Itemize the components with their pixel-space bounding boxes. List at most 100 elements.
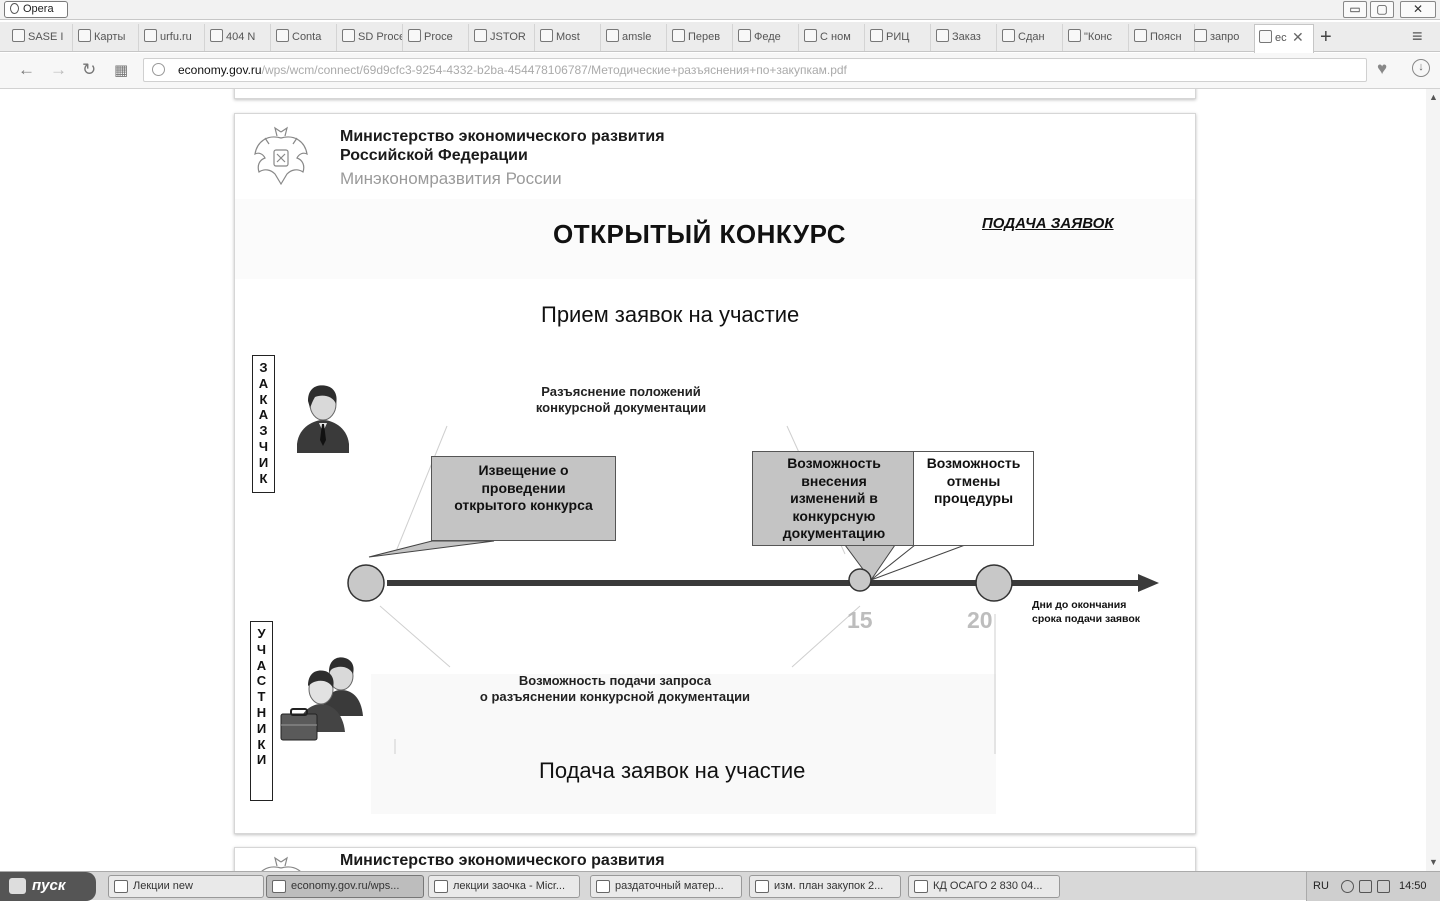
start-label: пуск	[32, 877, 66, 894]
submission-link[interactable]: ПОДАЧА ЗАЯВОК	[982, 215, 1114, 232]
tab-label: SD Proce	[358, 31, 403, 43]
bookmark-heart-icon[interactable]: ♥	[1377, 59, 1388, 78]
tab-14[interactable]: Заказ	[932, 24, 997, 51]
participants-letter: У	[257, 626, 266, 641]
task-browser-active[interactable]: economy.gov.ru/wps...	[266, 875, 424, 898]
task-word-4[interactable]: КД ОСАГО 2 830 04...	[908, 875, 1060, 898]
task-word-2[interactable]: раздаточный матер...	[590, 875, 742, 898]
network-icon[interactable]	[1377, 880, 1390, 893]
vertical-scrollbar[interactable]	[1426, 89, 1440, 871]
start-button[interactable]: пуск	[0, 872, 96, 901]
tab-3[interactable]: 404 N	[206, 24, 271, 51]
minimize-button[interactable]: ▭	[1343, 1, 1367, 18]
slide-header-band	[235, 199, 1195, 279]
changes-line: внесения	[801, 472, 867, 489]
pdf-viewport[interactable]: Министерство экономического развития Рос…	[0, 89, 1426, 871]
tab-label: Карты	[94, 31, 126, 43]
yandex-icon	[1194, 29, 1207, 42]
connector-top-left	[394, 425, 448, 555]
url-path: /wps/wcm/connect/69d9cfc3-9254-4332-b2ba…	[261, 63, 847, 77]
reload-icon[interactable]: ↻	[82, 60, 97, 79]
back-icon[interactable]: ←	[18, 60, 35, 79]
timeline-node-20	[975, 564, 1013, 602]
customer-letter: Ч	[258, 438, 269, 454]
coat-of-arms-icon	[261, 856, 301, 871]
ministry-line-2: Российской Федерации	[340, 147, 528, 164]
tab-8[interactable]: Most	[536, 24, 601, 51]
tab-13[interactable]: РИЦ	[866, 24, 931, 51]
notice-line: Извещение о	[478, 462, 569, 478]
tab-menu-icon[interactable]: ≡	[1412, 26, 1423, 46]
tab-label: С ном	[820, 31, 851, 43]
forward-icon[interactable]: →	[50, 60, 67, 79]
tab-label: amsle	[622, 31, 652, 43]
tab-0[interactable]: SASE I	[8, 24, 73, 51]
scroll-down-icon[interactable]: ▼	[1429, 857, 1438, 867]
task-label: Лекции new	[133, 880, 193, 892]
ministry-name: Министерство экономического развития Рос…	[340, 127, 665, 165]
tab-2[interactable]: urfu.ru	[140, 24, 205, 51]
close-window-button[interactable]: ✕	[1400, 1, 1436, 18]
tab-11[interactable]: Феде	[734, 24, 799, 51]
new-tab-button[interactable]: +	[1320, 26, 1332, 48]
address-bar[interactable]: economy.gov.ru/wps/wcm/connect/69d9cfc3-…	[143, 58, 1367, 82]
tab-6[interactable]: Proce	[404, 24, 469, 51]
tab-19-active[interactable]: ec	[1254, 24, 1314, 53]
tab-close-icon[interactable]: ✕	[1292, 29, 1304, 45]
note-request: Возможность подачи запроса о разъяснении…	[465, 673, 765, 705]
customer-letter: З	[259, 360, 268, 375]
opera-menu-button[interactable]: Opera	[4, 1, 68, 18]
pdf-page-next: Министерство экономического развития	[234, 847, 1196, 871]
volume-icon[interactable]	[1359, 880, 1372, 893]
tab-4[interactable]: Conta	[272, 24, 337, 51]
tab-12[interactable]: С ном	[800, 24, 865, 51]
customer-letter: З	[259, 423, 268, 439]
task-folder[interactable]: Лекции new	[108, 875, 264, 898]
tab-15[interactable]: Сдан	[998, 24, 1063, 51]
ministry-line-1: Министерство экономического развития	[340, 128, 665, 145]
tab-18[interactable]: запро	[1190, 24, 1255, 51]
tab-strip: SASE I Карты urfu.ru 404 N Conta SD Proc…	[0, 22, 1440, 53]
tab-label: 404 N	[226, 31, 256, 43]
axis-note-line-1: Дни до окончания	[1032, 599, 1127, 611]
tab-1[interactable]: Карты	[74, 24, 139, 51]
tab-label: Перев	[688, 31, 721, 43]
note-request-line-2: о разъяснении конкурсной документации	[479, 689, 751, 704]
folder-icon	[114, 880, 128, 893]
tab-7[interactable]: JSTOR	[470, 24, 535, 51]
download-icon[interactable]: ↓	[1412, 59, 1430, 77]
map-icon	[78, 29, 91, 42]
tray-expand-icon[interactable]	[1341, 880, 1354, 893]
task-label: изм. план закупок 2...	[774, 880, 884, 892]
timeline-arrowhead	[1138, 574, 1159, 592]
task-word-1[interactable]: лекции заочка - Micr...	[428, 875, 580, 898]
tick-label-20: 20	[967, 607, 993, 633]
amsle-icon	[606, 29, 619, 42]
jstor-icon	[474, 29, 487, 42]
clock: 14:50	[1399, 880, 1427, 892]
customer-letter: И	[258, 454, 269, 470]
tab-label: Proce	[424, 31, 453, 43]
tab-9[interactable]: amsle	[602, 24, 667, 51]
slide-title: ОТКРЫТЫЙ КОНКУРС	[553, 219, 847, 249]
site-info-icon[interactable]	[152, 63, 165, 76]
coat-of-arms-icon	[254, 126, 308, 186]
speed-dial-icon[interactable]: ▦	[114, 62, 129, 79]
tick-label-15: 15	[847, 607, 873, 633]
timeline-start-node	[347, 564, 385, 602]
tab-10[interactable]: Перев	[668, 24, 733, 51]
changes-line: документацию	[782, 525, 886, 541]
windows-flag-icon	[9, 878, 26, 894]
connector-bottom-right	[791, 605, 861, 668]
tab-17[interactable]: Поясн	[1130, 24, 1195, 51]
task-word-3[interactable]: изм. план закупок 2...	[749, 875, 901, 898]
participants-letter: Н	[256, 704, 267, 720]
task-label: КД ОСАГО 2 830 04...	[933, 880, 1043, 892]
section-title-top: Прием заявок на участие	[541, 302, 800, 327]
tab-5[interactable]: SD Proce	[338, 24, 403, 51]
language-indicator[interactable]: RU	[1313, 880, 1329, 892]
tab-16[interactable]: "Конс	[1064, 24, 1129, 51]
cancel-line: отмены	[946, 472, 1001, 489]
maximize-button[interactable]: ▢	[1370, 1, 1394, 18]
scroll-up-icon[interactable]: ▲	[1429, 92, 1438, 102]
